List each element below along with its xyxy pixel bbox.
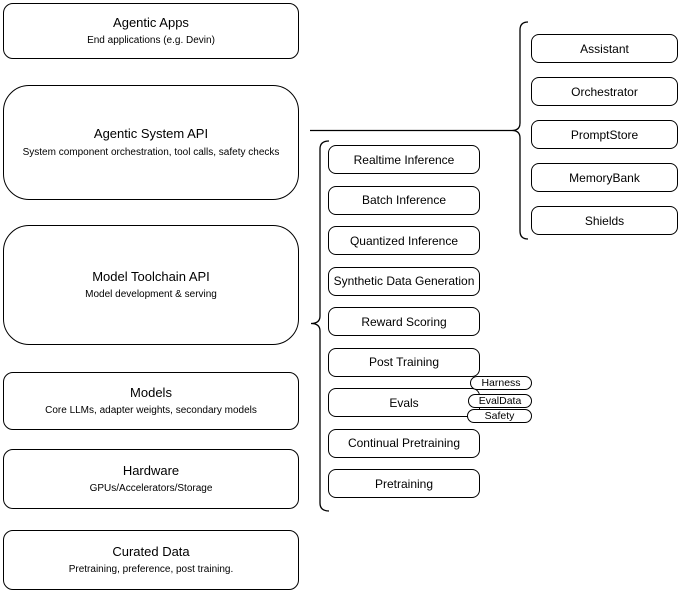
node-agentic-apps: Agentic Apps End applications (e.g. Devi… [3, 3, 299, 59]
node-title: Model Toolchain API [92, 268, 210, 284]
node-subtitle: Model development & serving [85, 289, 217, 301]
node-curated-data: Curated Data Pretraining, preference, po… [3, 530, 299, 590]
system-components-list: Assistant Orchestrator PromptStore Memor… [531, 34, 678, 235]
tag-harness: Harness [470, 376, 532, 390]
tag-safety: Safety [467, 409, 532, 423]
node-assistant: Assistant [531, 34, 678, 63]
node-hardware: Hardware GPUs/Accelerators/Storage [3, 449, 299, 509]
toolchain-bracket [310, 140, 330, 512]
node-promptstore: PromptStore [531, 120, 678, 149]
node-subtitle: GPUs/Accelerators/Storage [89, 483, 213, 495]
system-components-bracket [511, 21, 529, 240]
tag-evaldata: EvalData [468, 394, 532, 408]
node-agentic-system-api: Agentic System API System component orch… [3, 85, 299, 200]
node-continual-pretraining: Continual Pretraining [328, 428, 480, 458]
node-model-toolchain-api: Model Toolchain API Model development & … [3, 225, 299, 345]
node-subtitle: Core LLMs, adapter weights, secondary mo… [45, 405, 257, 417]
node-subtitle: End applications (e.g. Devin) [87, 35, 215, 47]
node-orchestrator: Orchestrator [531, 77, 678, 106]
node-subtitle: System component orchestration, tool cal… [22, 146, 280, 158]
node-evals: Evals [328, 388, 480, 417]
node-title: Curated Data [112, 543, 190, 559]
node-reward-scoring: Reward Scoring [328, 307, 480, 336]
toolchain-list: Realtime Inference Batch Inference Quant… [328, 145, 480, 498]
node-shields: Shields [531, 206, 678, 235]
node-pretraining: Pretraining [328, 469, 480, 498]
node-post-training: Post Training [328, 347, 480, 377]
node-memorybank: MemoryBank [531, 163, 678, 192]
node-title: Hardware [122, 462, 180, 478]
node-models: Models Core LLMs, adapter weights, secon… [3, 372, 299, 430]
node-title: Models [130, 384, 172, 400]
node-title: Agentic Apps [113, 14, 189, 30]
node-realtime-inference: Realtime Inference [328, 145, 480, 174]
node-synthetic-data-generation: Synthetic Data Generation [328, 266, 480, 296]
node-batch-inference: Batch Inference [328, 185, 480, 215]
node-subtitle: Pretraining, preference, post training. [68, 564, 234, 576]
node-title: Agentic System API [93, 126, 209, 142]
node-quantized-inference: Quantized Inference [328, 226, 480, 255]
